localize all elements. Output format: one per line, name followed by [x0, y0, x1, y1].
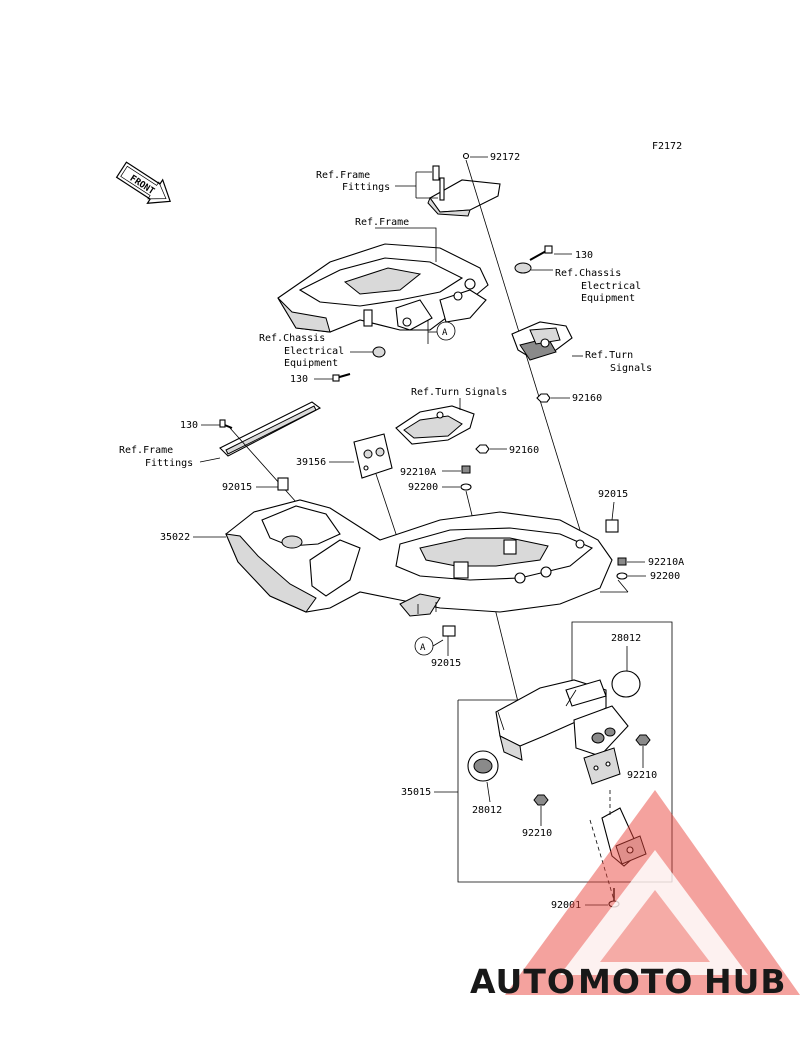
label-ref-turn-center: Ref.Turn Signals	[411, 387, 507, 398]
watermark-text-moto: MOTO	[578, 962, 693, 1001]
label-ref-frame-fittings-bar-line2: Fittings	[145, 458, 193, 469]
reflector-28012-upper	[611, 670, 641, 698]
nut-92160-center	[475, 444, 490, 454]
frame-fitting-bar	[219, 401, 322, 457]
rear-frame	[277, 243, 489, 333]
rear-fender-35022	[225, 499, 613, 617]
chassis-clip-upper	[514, 262, 532, 274]
label-92015-bottom: 92015	[431, 658, 461, 669]
washer-92200-center	[460, 483, 472, 491]
nut-92210-lower	[533, 794, 549, 806]
label-ref-chassis-upper-line1: Ref.Chassis	[555, 268, 621, 279]
watermark-logo: AUTO MOTO HUB	[470, 790, 800, 1001]
label-92160-center: 92160	[509, 445, 539, 456]
label-28012-upper: 28012	[611, 633, 641, 644]
label-92210-right: 92210	[627, 770, 657, 781]
label-ref-chassis-left-line2: Electrical	[284, 346, 344, 357]
front-arrow-icon: FRONT	[115, 161, 171, 204]
label-130-upper: 130	[575, 250, 593, 261]
label-92200-center: 92200	[408, 482, 438, 493]
label-92160-right: 92160	[572, 393, 602, 404]
label-130-bar: 130	[180, 420, 198, 431]
callout-a-upper-letter: A	[442, 328, 448, 338]
watermark-triangle-inner	[560, 850, 748, 975]
nut-92210A-center	[461, 465, 471, 474]
bolt-130-upper	[529, 245, 553, 261]
label-92210-lower: 92210	[522, 828, 552, 839]
label-92015-right: 92015	[598, 489, 628, 500]
label-92210A-right: 92210A	[648, 557, 684, 568]
callout-a-lower-letter: A	[420, 643, 426, 653]
chassis-clip-left	[332, 346, 386, 382]
label-ref-chassis-upper-line3: Equipment	[581, 293, 635, 304]
reflector-28012-lower	[467, 750, 499, 782]
nut-92210-right	[635, 734, 651, 746]
plate-39156	[353, 433, 393, 479]
label-ref-frame-fittings-line1: Ref.Frame	[316, 170, 370, 181]
label-28012-lower: 28012	[472, 805, 502, 816]
nut-92160-right	[536, 393, 551, 403]
label-92015-left: 92015	[222, 482, 252, 493]
label-130-left: 130	[290, 374, 308, 385]
label-ref-turn-right-line2: Signals	[610, 363, 652, 374]
label-ref-frame-fittings-bar-line1: Ref.Frame	[119, 445, 173, 456]
label-ref-turn-right-line1: Ref.Turn	[585, 350, 633, 361]
label-35015: 35015	[401, 787, 431, 798]
callout-a-lower: A	[414, 636, 444, 656]
nut-92210A-right	[617, 557, 627, 566]
watermark-text-hub: HUB	[704, 962, 787, 1001]
label-ref-frame: Ref.Frame	[355, 217, 409, 228]
callout-a-upper: A	[427, 320, 456, 344]
label-39156: 39156	[296, 457, 326, 468]
label-92172: 92172	[490, 152, 520, 163]
label-92001: 92001	[551, 900, 581, 911]
watermark-triangle-core	[600, 890, 710, 962]
washer-92200-right	[616, 572, 628, 580]
label-ref-chassis-left-line3: Equipment	[284, 358, 338, 369]
figure-id: F2172	[652, 141, 682, 152]
collar-92015-bottom	[442, 625, 456, 637]
label-92200-right: 92200	[650, 571, 680, 582]
label-ref-frame-fittings-line2: Fittings	[342, 182, 390, 193]
collar-92015-right	[605, 519, 619, 533]
label-ref-chassis-upper-line2: Electrical	[581, 281, 641, 292]
license-bracket-35015	[495, 679, 647, 867]
collar-92015-left	[277, 477, 289, 491]
turn-signal-center	[395, 405, 475, 445]
label-92210A-center: 92210A	[400, 467, 436, 478]
label-ref-chassis-left-line1: Ref.Chassis	[259, 333, 325, 344]
watermark-text-auto: AUTO	[470, 962, 576, 1001]
turn-signal-right	[511, 321, 573, 361]
upper-bracket	[427, 152, 501, 217]
label-35022: 35022	[160, 532, 190, 543]
